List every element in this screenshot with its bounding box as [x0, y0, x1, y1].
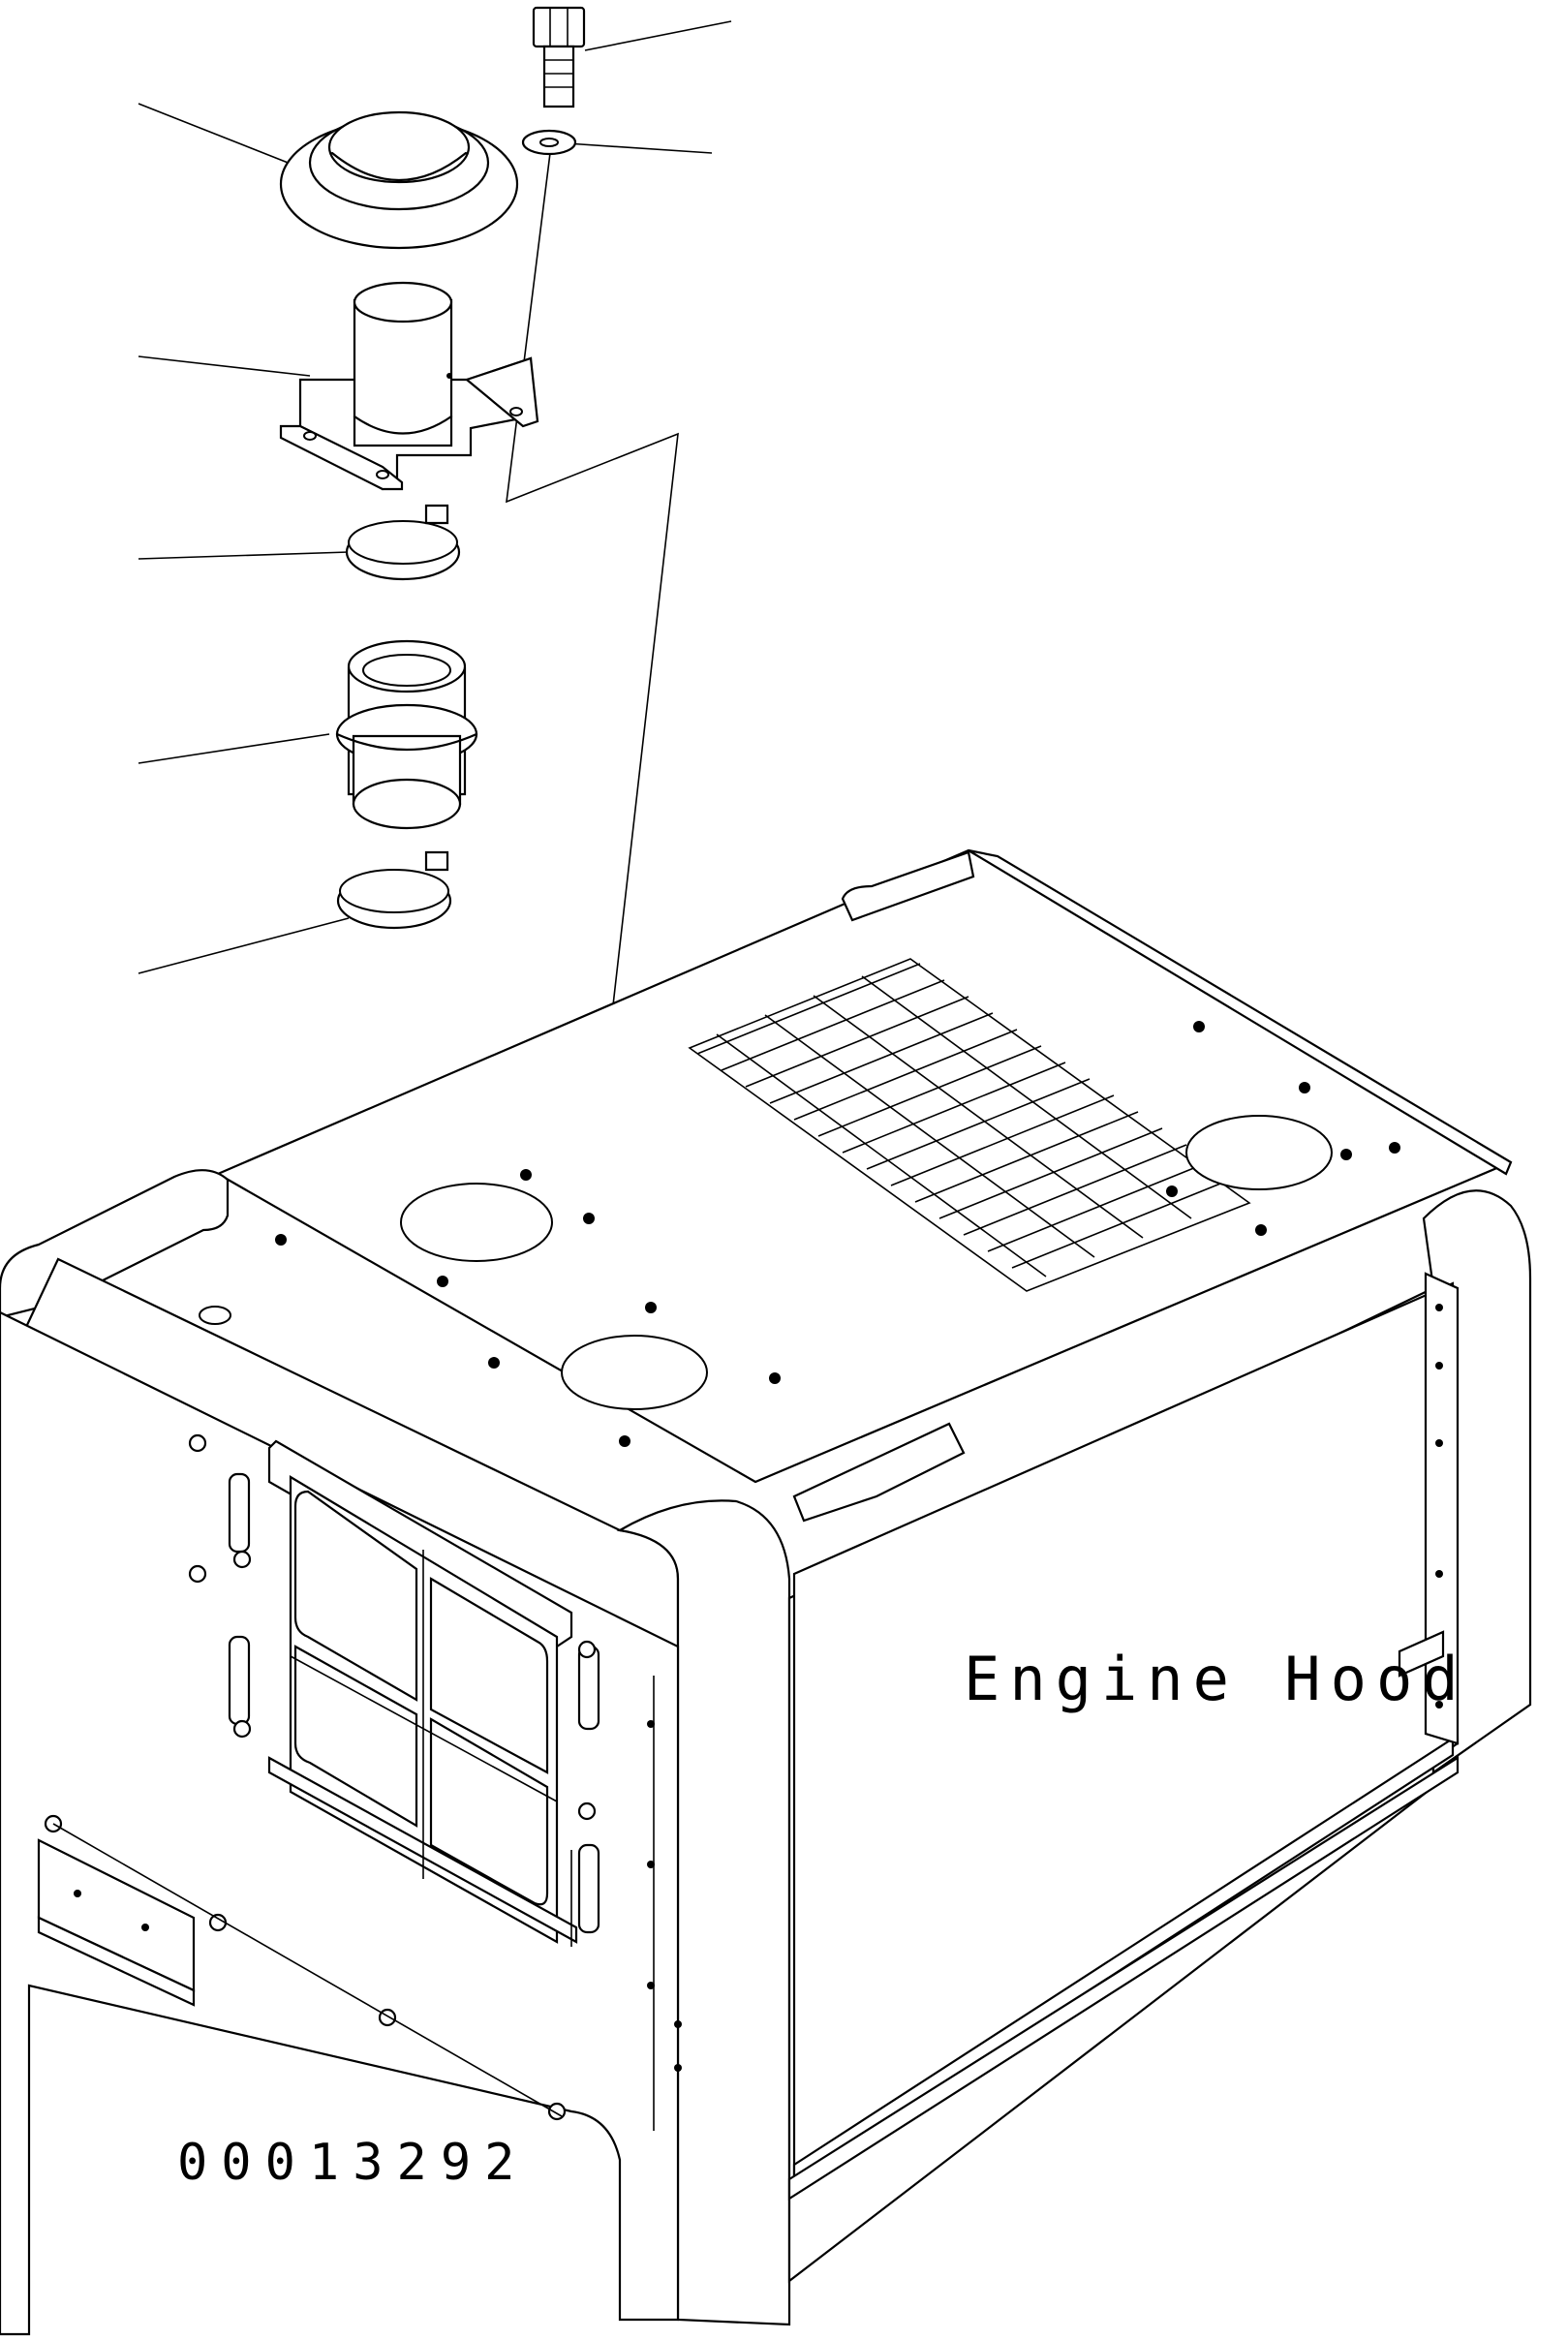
leader-washer [567, 143, 712, 153]
assembly-line [507, 153, 678, 1218]
hood-front-hole [562, 1336, 707, 1409]
connector-pipe-part [337, 641, 477, 828]
hood-top-bolts [275, 1021, 1400, 1447]
hood-exhaust-hole [401, 1184, 552, 1261]
washer-part [523, 131, 575, 154]
upper-clamp-part [347, 506, 459, 579]
bolt-part [534, 8, 584, 107]
component-label: Engine Hood [964, 1644, 1468, 1714]
exhaust-cap-part [281, 112, 517, 248]
leader-clamp-upper [138, 552, 349, 559]
leader-pipe [138, 734, 329, 763]
hood-left-latches [46, 1435, 654, 2131]
leader-clamp-lower [138, 918, 349, 973]
leader-lines [138, 21, 731, 1218]
engine-hood [0, 850, 1530, 2334]
hood-side-holes [647, 1304, 1443, 2072]
hood-front-panel [0, 1312, 678, 2334]
bracket-part [281, 283, 538, 489]
hood-right-corner-post [620, 1500, 789, 2325]
hood-rear-hole [1186, 1116, 1332, 1189]
leader-bracket [138, 356, 310, 376]
hood-hinge [794, 1424, 964, 1521]
hood-front-window [269, 1441, 576, 1942]
hood-vent-grille [690, 959, 1249, 1291]
leader-cap [138, 104, 305, 169]
part-number: 00013292 [177, 2134, 528, 2192]
leader-bolt [585, 21, 731, 50]
hood-lower-bracket [39, 1840, 194, 2005]
lower-clamp-part [338, 852, 450, 928]
